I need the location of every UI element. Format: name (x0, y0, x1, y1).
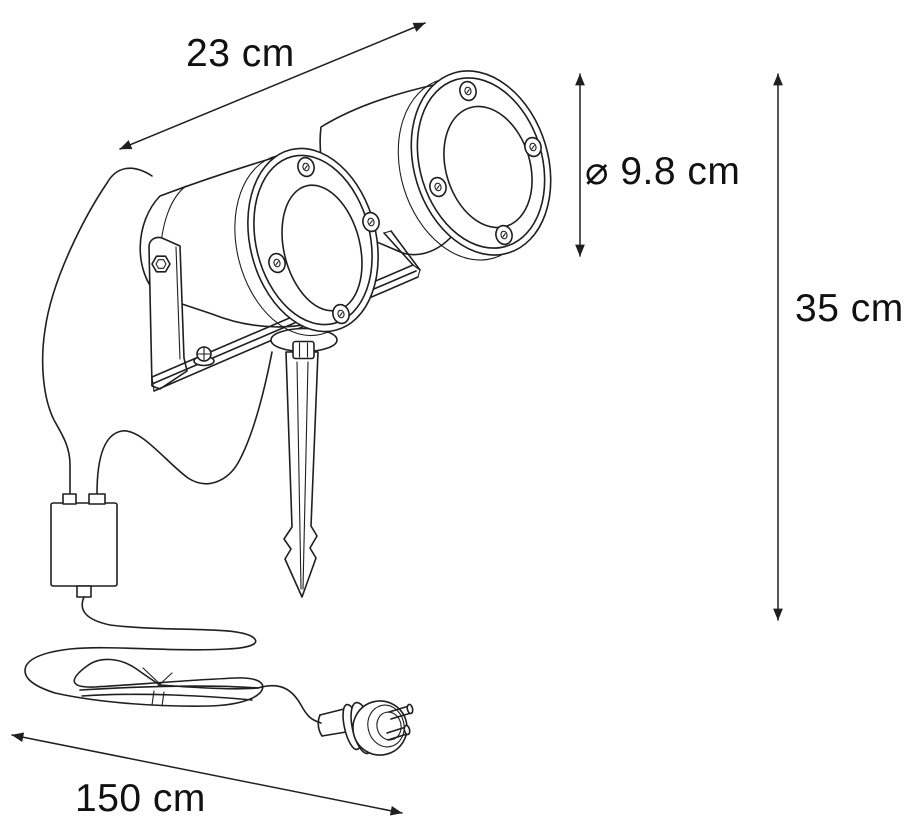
bracket-right-strap (383, 230, 421, 271)
screw-icon (362, 211, 380, 233)
rear-lamp-face (410, 70, 552, 256)
coiled-cable (24, 596, 322, 724)
dimension-width: 23 cm (119, 22, 426, 150)
dimension-diameter: ⌀ 9.8 cm (575, 73, 740, 257)
hex-bolt-icon (151, 255, 171, 273)
spike-body (283, 351, 319, 598)
dimension-height: 35 cm (773, 73, 904, 621)
screw-icon (332, 303, 350, 325)
cable-to-plug (257, 684, 322, 724)
spotlight-front-face (234, 147, 380, 337)
cable-second-lamp-to-driver (96, 351, 273, 495)
rear-lamp-screws (429, 80, 542, 246)
screw-icon (459, 80, 477, 102)
dimension-width-label: 23 cm (186, 32, 295, 75)
power-plug (317, 700, 414, 756)
front-lamp-screws (268, 156, 380, 325)
ground-spike (270, 327, 338, 598)
spike-nut (292, 340, 315, 360)
dimension-cable-length: 150 cm (11, 732, 403, 820)
dimension-diameter-label: ⌀ 9.8 cm (585, 150, 740, 193)
plug-pin (388, 703, 414, 720)
dimension-cable-length-label: 150 cm (75, 777, 206, 820)
screw-icon (429, 176, 447, 198)
bracket-left-strap (148, 236, 188, 390)
screw-icon (524, 136, 542, 158)
screw-icon (495, 224, 513, 246)
base-plate-screw (193, 346, 215, 367)
screw-icon (297, 156, 315, 178)
screw-icon (268, 252, 286, 274)
cable-tie (142, 667, 173, 707)
dimension-height-label: 35 cm (795, 287, 904, 330)
driver-box (50, 493, 118, 598)
cable-lamp-to-driver (41, 167, 153, 497)
